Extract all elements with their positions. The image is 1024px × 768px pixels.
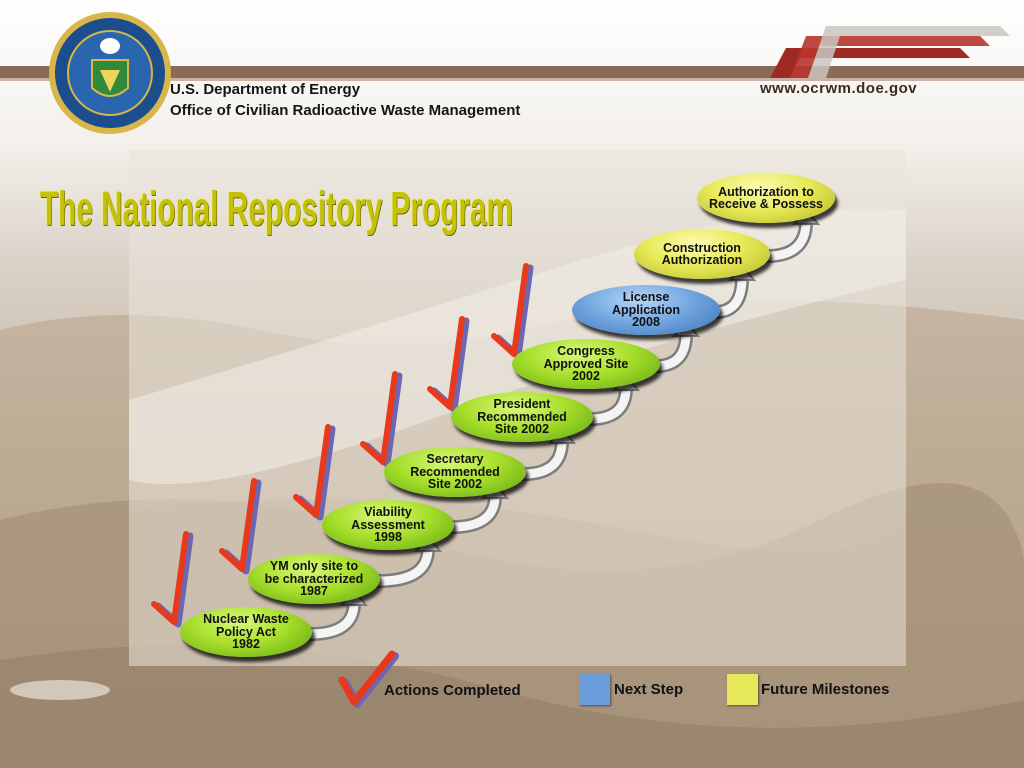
- milestone-4: Secretary Recommended Site 2002: [384, 447, 526, 497]
- milestone-1: Nuclear Waste Policy Act 1982: [180, 607, 312, 657]
- milestone-7: License Application 2008: [572, 285, 720, 335]
- milestone-label: License Application 2008: [611, 290, 681, 330]
- milestone-label: Secretary Recommended Site 2002: [410, 452, 500, 492]
- milestone-6: Congress Approved Site 2002: [512, 339, 660, 389]
- curved-arrow-icon: [445, 482, 510, 535]
- legend-next-swatch: [579, 674, 610, 705]
- milestone-5: President Recommended Site 2002: [451, 392, 593, 442]
- milestone-label: YM only site to be characterized 1987: [264, 559, 364, 599]
- milestone-9: Authorization to Receive & Possess: [697, 173, 835, 223]
- org-name-line1: U.S. Department of Energy: [170, 81, 361, 98]
- check-layer: [151, 263, 534, 628]
- doe-seal-icon: [49, 12, 171, 134]
- milestone-label: President Recommended Site 2002: [477, 397, 567, 437]
- checkmark-icon: [219, 478, 262, 575]
- ocrwm-logo-icon: [770, 26, 1010, 78]
- org-name-line2: Office of Civilian Radioactive Waste Man…: [170, 102, 521, 119]
- milestone-2: YM only site to be characterized 1987: [248, 554, 380, 604]
- milestone-label: Construction Authorization: [661, 240, 743, 267]
- legend-completed-label: Actions Completed: [384, 682, 521, 699]
- checkmark-icon: [360, 371, 403, 468]
- milestone-label: Authorization to Receive & Possess: [709, 184, 823, 211]
- legend-next-label: Next Step: [614, 681, 684, 698]
- legend-future-label: Future Milestones: [761, 681, 890, 698]
- checkmark-icon: [427, 316, 470, 413]
- checkmark-icon: [293, 424, 336, 521]
- milestone-label: Congress Approved Site 2002: [543, 344, 629, 384]
- legend-check-icon: [338, 650, 399, 708]
- milestone-label: Viability Assessment 1998: [351, 505, 425, 545]
- page-title: The National Repository Program: [40, 183, 513, 236]
- milestone-8: Construction Authorization: [634, 229, 770, 279]
- legend-future-swatch: [727, 674, 758, 705]
- website-url[interactable]: www.ocrwm.doe.gov: [760, 80, 918, 97]
- checkmark-icon: [151, 531, 194, 628]
- milestone-label: Nuclear Waste Policy Act 1982: [203, 612, 289, 652]
- checkmark-icon: [491, 263, 534, 360]
- milestone-3: Viability Assessment 1998: [322, 500, 454, 550]
